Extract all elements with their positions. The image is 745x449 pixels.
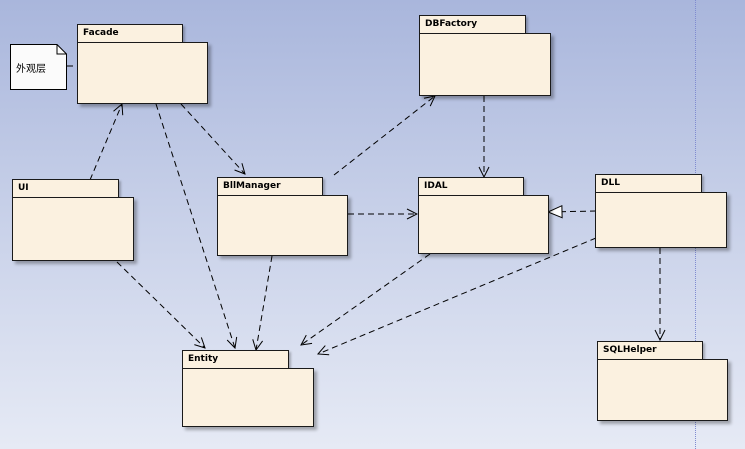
package-label: DBFactory — [425, 19, 478, 29]
note-text: 外观层 — [16, 64, 46, 75]
package-label: Facade — [83, 28, 119, 38]
package-label: UI — [18, 183, 29, 193]
package-label: SQLHelper — [603, 345, 657, 355]
package-label: IDAL — [424, 181, 448, 191]
edge-dll-entity — [318, 237, 597, 354]
edge-bllmanager-dbfactory — [333, 96, 435, 176]
note-facade-layer: 外观层 — [10, 44, 67, 90]
package-label: DLL — [601, 178, 620, 188]
edge-idal-entity — [301, 253, 431, 345]
package-label: Entity — [188, 354, 219, 364]
package-label: BllManager — [223, 181, 281, 191]
edge-ui-entity — [116, 261, 205, 348]
edge-ui-facade — [89, 104, 122, 181]
edge-bllmanager-entity — [256, 255, 273, 350]
edge-facade-bllmanager — [180, 103, 245, 174]
edge-dll-idal-realization — [548, 211, 597, 212]
edge-facade-entity — [155, 103, 235, 348]
